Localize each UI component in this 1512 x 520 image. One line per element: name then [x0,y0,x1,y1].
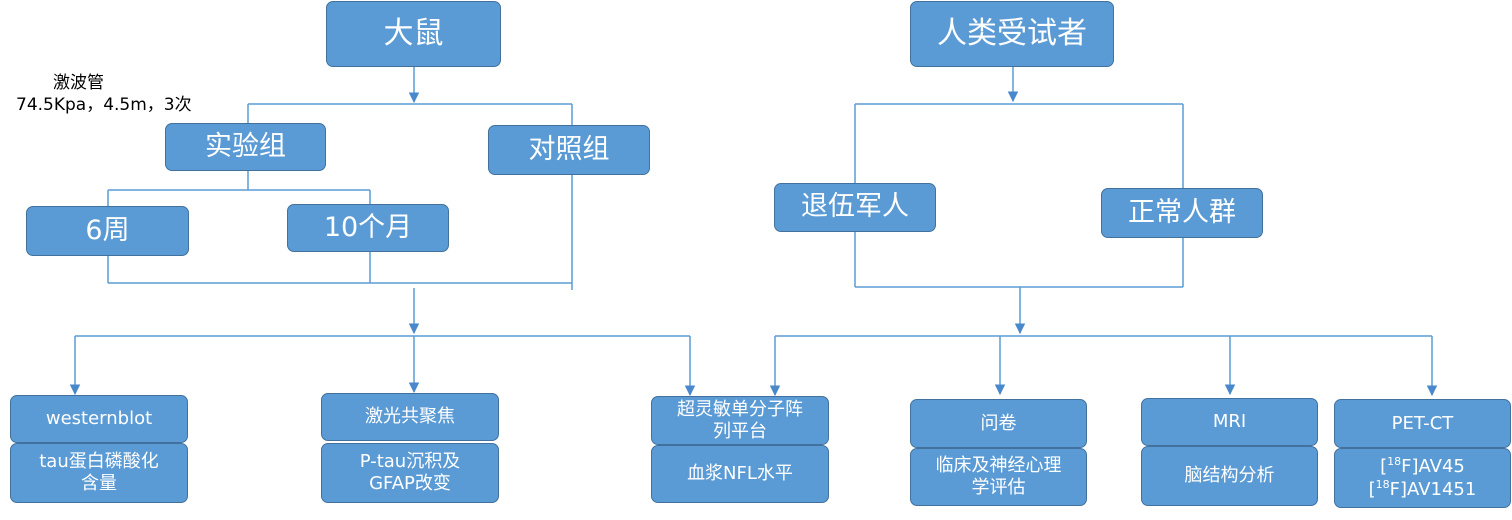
simoa-detail: 血浆NFL水平 [651,445,829,503]
human-root-node: 人类受试者 [910,1,1114,67]
petct-detail: [18F]AV45 [18F]AV1451 [1334,448,1511,508]
westernblot-node: westernblot [10,395,188,443]
simoa-node: 超灵敏单分子阵列平台 [651,396,829,445]
tracer-av45: [18F]AV45 [1380,455,1465,478]
month10-node: 10个月 [287,204,449,252]
shock-tube-label: 激波管 [53,73,104,93]
confocal-node: 激光共聚焦 [321,393,499,441]
tracer-av1451: [18F]AV1451 [1368,478,1477,500]
shock-tube-params: 74.5Kpa，4.5m，3次 [16,95,192,115]
week6-node: 6周 [26,206,189,256]
control-group-node: 对照组 [488,125,650,175]
rat-root-node: 大鼠 [326,1,501,67]
questionnaire-node: 问卷 [910,399,1087,448]
experimental-group-node: 实验组 [165,123,326,171]
shock-tube-note: 激波管 74.5Kpa，4.5m，3次 [16,72,192,116]
petct-node: PET-CT [1334,399,1511,448]
questionnaire-detail: 临床及神经心理学评估 [910,448,1087,506]
mri-node: MRI [1141,398,1318,446]
mri-detail: 脑结构分析 [1141,446,1318,506]
normal-population-node: 正常人群 [1101,188,1263,238]
confocal-detail: P-tau沉积及GFAP改变 [321,443,499,503]
westernblot-detail: tau蛋白磷酸化含量 [10,443,188,503]
veterans-node: 退伍军人 [774,183,936,232]
